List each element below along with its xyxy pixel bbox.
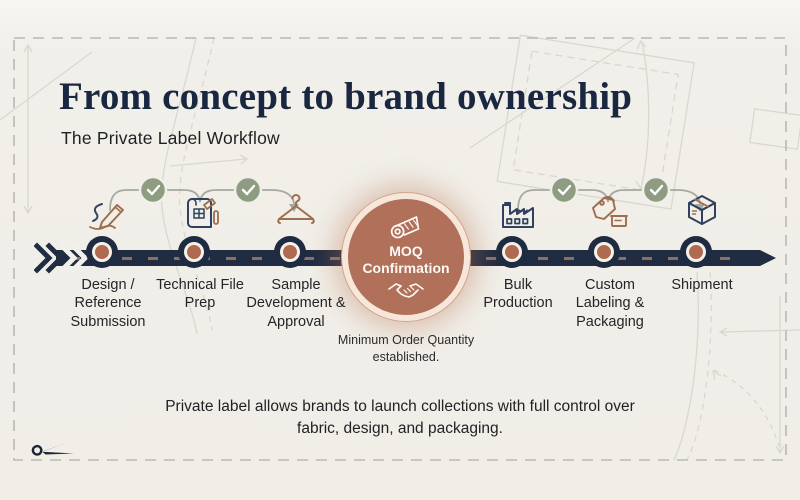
sketch-pencil-icon	[85, 190, 131, 236]
fabric-roll-icon	[390, 216, 420, 239]
step-label-bulk-production: Bulk Production	[483, 277, 553, 312]
timeline-node	[184, 242, 204, 262]
moq-note: Minimum Order Quantity established.	[337, 333, 475, 364]
footer-caption: Private label allows brands to launch co…	[165, 398, 635, 438]
hanger-icon	[273, 190, 319, 236]
timeline-node	[92, 242, 112, 262]
factory-icon	[495, 190, 541, 236]
step-label-technical-file-prep: Technical File Prep	[156, 277, 244, 312]
timeline-node	[502, 242, 522, 262]
timeline-node	[594, 242, 614, 262]
scissors-icon	[31, 441, 74, 456]
timeline-node	[686, 242, 706, 262]
check-icon	[138, 175, 168, 205]
timeline-node	[280, 242, 300, 262]
price-tags-icon	[587, 190, 633, 236]
check-icon	[549, 175, 579, 205]
page-title: From concept to brand ownership	[59, 75, 633, 118]
step-label-design-reference-submission: Design / Reference Submission	[70, 277, 146, 330]
check-icon	[233, 175, 263, 205]
step-label-sample-development-approval: Sample Development & Approval	[246, 277, 346, 330]
moq-title: MOQ Confirmation	[362, 243, 450, 276]
check-icon	[641, 175, 671, 205]
technical-file-icon	[177, 190, 223, 236]
step-label-custom-labeling-packaging: Custom Labeling & Packaging	[575, 277, 645, 330]
moq-confirmation-badge: MOQ Confirmation	[342, 193, 470, 321]
handshake-icon	[388, 282, 424, 298]
shipping-box-icon	[679, 190, 725, 236]
page-subtitle: The Private Label Workflow	[61, 128, 280, 148]
step-label-shipment: Shipment	[671, 277, 733, 293]
